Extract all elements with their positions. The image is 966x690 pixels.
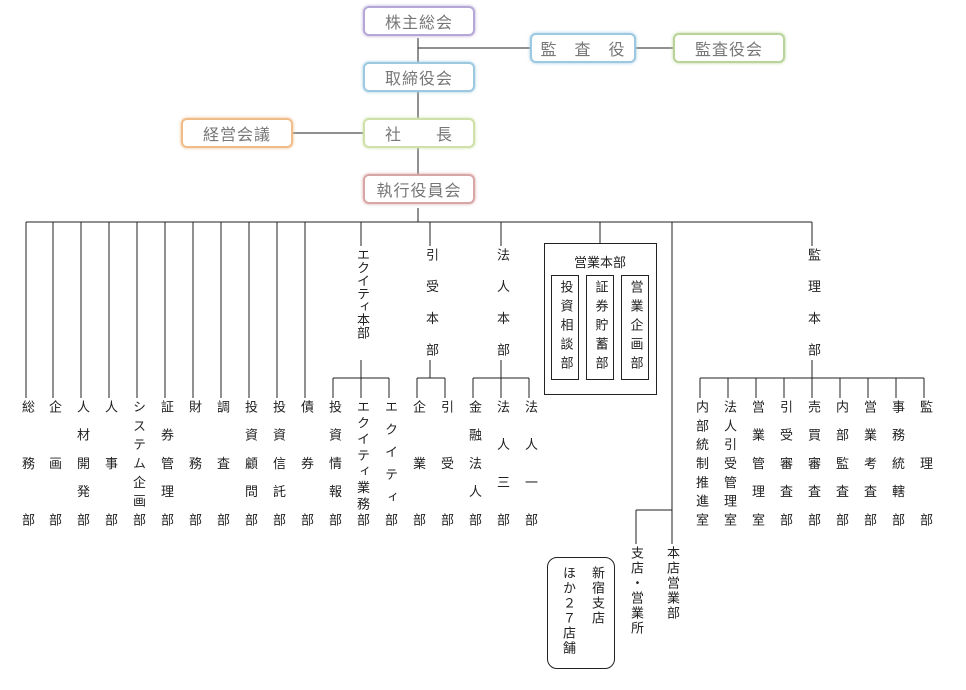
supervision-child-corporate-underwriting-mgmt: 法人引受管理室 [721, 400, 736, 526]
dept-securities-management: 証券管理部 [158, 400, 173, 526]
dept-general-affairs: 総務部 [19, 400, 34, 526]
supervision-child-sales-management: 営業管理室 [749, 400, 764, 526]
corporate-child-corporate-1: 法人一部 [522, 400, 537, 526]
shareholders-box: 株主総会 [363, 6, 475, 36]
sales-child-sales-planning: 営業企画部 [621, 275, 649, 380]
division-underwriting: 引受本部 [423, 248, 438, 356]
board-box: 取締役会 [363, 62, 475, 92]
auditor-label: 監 査 役 [540, 40, 626, 59]
sales-division-box [544, 243, 657, 395]
management-meeting-box: 経営会議 [181, 118, 293, 148]
dept-hr-development: 人材開発部 [74, 400, 89, 526]
other-branches: ほか２７店舗 [560, 566, 575, 656]
shareholders-label: 株主総会 [384, 13, 453, 32]
underwriting-child-corporate: 企業部 [410, 400, 425, 526]
dept-bonds: 債券部 [298, 400, 313, 526]
dept-investment-trust: 投資信託部 [270, 400, 285, 526]
underwriting-child-underwriting: 引受部 [438, 400, 453, 526]
executive-committee-label: 執行役員会 [376, 181, 462, 200]
auditor-box: 監 査 役 [530, 33, 636, 63]
supervision-child-administration: 事務統轄部 [889, 400, 904, 526]
president-box: 社 長 [363, 118, 475, 148]
dept-system-planning: システム企画部 [130, 400, 145, 526]
division-corporate: 法人本部 [494, 248, 509, 356]
supervision-child-supervision: 監理部 [917, 400, 932, 526]
board-label: 取締役会 [384, 69, 453, 88]
equity-child-equity-operations: エクイティ業務部 [354, 400, 369, 526]
executive-committee-box: 執行役員会 [363, 174, 475, 204]
corporate-child-corporate-3: 法人三部 [494, 400, 509, 526]
sales-child-securities-savings: 証券貯蓄部 [586, 275, 614, 380]
equity-child-investment-info: 投資情報部 [326, 400, 341, 526]
division-equity: エクイティ本部 [354, 248, 369, 339]
supervision-child-underwriting-review: 引受審査部 [777, 400, 792, 526]
audit-board-label: 監査役会 [694, 40, 763, 59]
supervision-child-trading-review: 売買審査部 [805, 400, 820, 526]
sales-child-investment-consultation: 投資相談部 [551, 275, 579, 380]
branches-and-offices: 支店・営業所 [628, 546, 643, 636]
supervision-child-internal-control: 内部統制推進室 [693, 400, 708, 526]
president-label: 社 長 [384, 125, 453, 144]
dept-personnel: 人事部 [102, 400, 117, 526]
supervision-child-sales-inspection: 営業考査部 [861, 400, 876, 526]
supervision-child-internal-audit: 内部監査部 [833, 400, 848, 526]
sales-division-title: 営業本部 [574, 256, 627, 271]
management-meeting-label: 経営会議 [202, 125, 271, 144]
shinjuku-branch: 新宿支店 [589, 566, 604, 626]
head-office-sales: 本店営業部 [664, 546, 679, 621]
dept-investment-advisory: 投資顧問部 [242, 400, 257, 526]
dept-finance: 財務部 [186, 400, 201, 526]
corporate-child-financial-corporate: 金融法人部 [466, 400, 481, 526]
dept-planning: 企画部 [46, 400, 61, 526]
branch-network-bracket [547, 557, 615, 669]
equity-child-equity: エクイティ部 [382, 400, 397, 526]
audit-board-box: 監査役会 [673, 33, 785, 63]
dept-research: 調査部 [214, 400, 229, 526]
division-supervision: 監理本部 [805, 248, 820, 356]
